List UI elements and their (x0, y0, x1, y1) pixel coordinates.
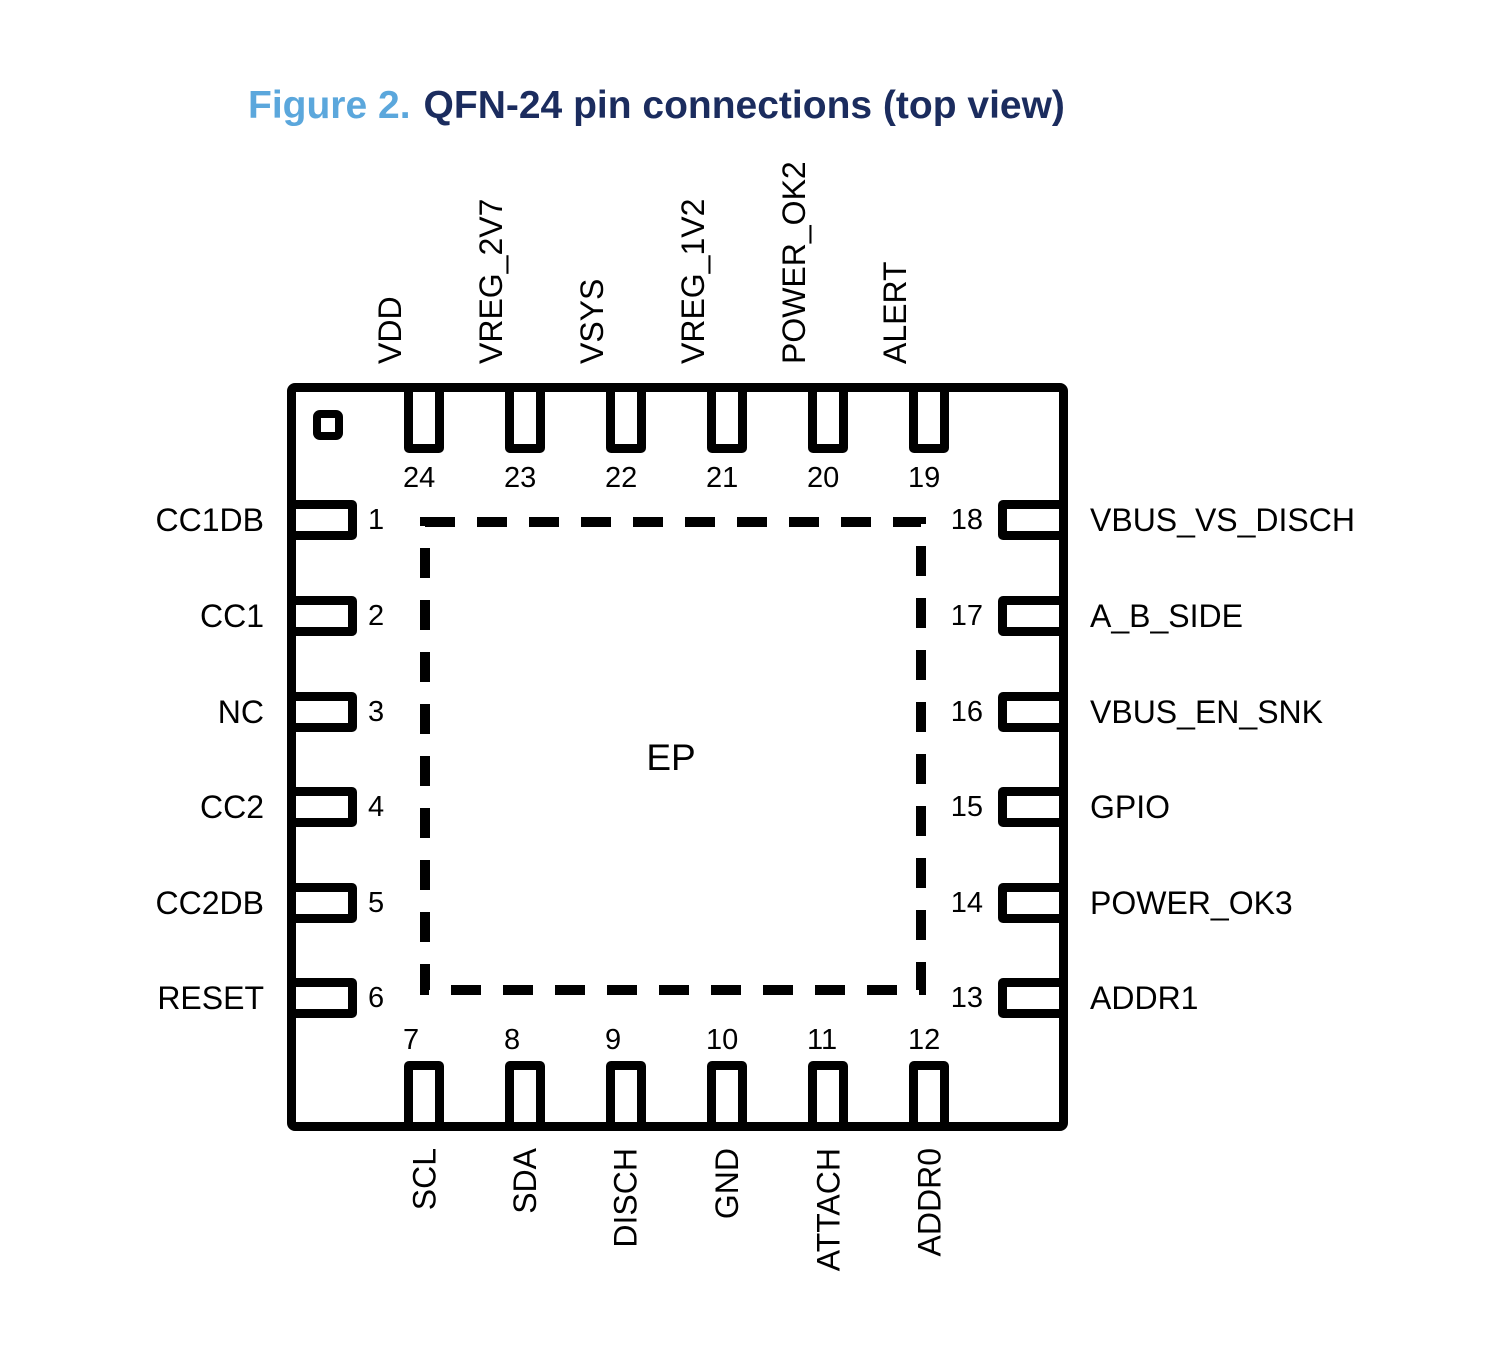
pin-17-pad (998, 596, 1068, 636)
pin-13-label: ADDR1 (1090, 980, 1199, 1016)
pin-2-label: CC1 (199, 598, 264, 634)
pin-18-number: 18 (950, 504, 983, 536)
pin-5-number: 5 (368, 887, 385, 919)
exposed-pad-dashed-rect (420, 517, 926, 995)
pin-23-label: VREG_2V7 (473, 198, 509, 364)
pin-3-pad (287, 692, 357, 732)
pin-24-label: VDD (372, 296, 408, 364)
pin-1-number: 1 (368, 504, 385, 536)
pin-7-label: SCL (406, 1148, 442, 1211)
pin-5-label: CC2DB (155, 885, 264, 921)
pin-12-label: ADDR0 (911, 1148, 947, 1257)
pin-5-pad (287, 883, 357, 923)
pin-10-pad (707, 1061, 747, 1131)
pin-9-label: DISCH (608, 1148, 644, 1248)
pin-6-label: RESET (157, 980, 264, 1016)
pin-9-number: 9 (605, 1024, 622, 1056)
pin-24-pad (404, 383, 444, 453)
pin-18-pad (998, 500, 1068, 540)
pin-10-label: GND (709, 1148, 745, 1220)
pin-15-number: 15 (950, 791, 983, 823)
pin-9-pad (606, 1061, 646, 1131)
pin-23-pad (505, 383, 545, 453)
figure-title: Figure 2. QFN-24 pin connections (top vi… (248, 84, 1065, 128)
pin-22-label: VSYS (574, 278, 610, 364)
pin-8-pad (505, 1061, 545, 1131)
pin-6-pad (287, 978, 357, 1018)
pin-3-label: NC (217, 694, 264, 730)
pin-16-label: VBUS_EN_SNK (1090, 694, 1323, 730)
pin-17-number: 17 (950, 600, 983, 632)
pin-15-pad (998, 787, 1068, 827)
pin-20-number: 20 (807, 462, 840, 494)
pin-11-pad (808, 1061, 848, 1131)
pin-11-label: ATTACH (810, 1148, 846, 1272)
pin-22-pad (606, 383, 646, 453)
pin-18-label: VBUS_VS_DISCH (1090, 502, 1355, 538)
pin-24-number: 24 (403, 462, 436, 494)
pin-4-label: CC2 (199, 789, 264, 825)
pin-11-number: 11 (807, 1024, 838, 1056)
figure-number-label: Figure 2. (248, 84, 411, 127)
pin-16-pad (998, 692, 1068, 732)
pin-2-pad (287, 596, 357, 636)
exposed-pad-outline (420, 517, 926, 995)
pin-14-label: POWER_OK3 (1090, 885, 1293, 921)
pin-4-number: 4 (368, 791, 385, 823)
pin-12-number: 12 (908, 1024, 941, 1056)
pin-2-number: 2 (368, 600, 385, 632)
pin-3-number: 3 (368, 696, 385, 728)
pin-17-label: A_B_SIDE (1090, 598, 1243, 634)
pin-21-number: 21 (706, 462, 739, 494)
pin-19-pad (909, 383, 949, 453)
pin-8-label: SDA (507, 1148, 543, 1214)
pin-20-pad (808, 383, 848, 453)
pin-12-pad (909, 1061, 949, 1131)
pin-19-label: ALERT (877, 261, 913, 364)
pin-21-label: VREG_1V2 (675, 198, 711, 364)
pin-21-pad (707, 383, 747, 453)
pin-19-number: 19 (908, 462, 941, 494)
pin-4-pad (287, 787, 357, 827)
pin-7-pad (404, 1061, 444, 1131)
pin-1-pad (287, 500, 357, 540)
exposed-pad-label: EP (646, 737, 696, 778)
pin-15-label: GPIO (1090, 789, 1171, 825)
pin-14-number: 14 (950, 887, 983, 919)
pin-6-number: 6 (368, 982, 385, 1014)
pin-1-label: CC1DB (155, 502, 264, 538)
pin-14-pad (998, 883, 1068, 923)
figure-title-text: QFN-24 pin connections (top view) (423, 84, 1065, 127)
chip-package-outline (287, 383, 1068, 1131)
pin-13-number: 13 (950, 982, 983, 1014)
pin-10-number: 10 (706, 1024, 739, 1056)
pin-13-pad (998, 978, 1068, 1018)
pin-22-number: 22 (605, 462, 638, 494)
pin-20-label: POWER_OK2 (776, 161, 812, 364)
pin1-indicator-icon (313, 410, 343, 440)
pin-23-number: 23 (504, 462, 537, 494)
pin-8-number: 8 (504, 1024, 521, 1056)
pin-7-number: 7 (403, 1024, 420, 1056)
pin-16-number: 16 (950, 696, 983, 728)
